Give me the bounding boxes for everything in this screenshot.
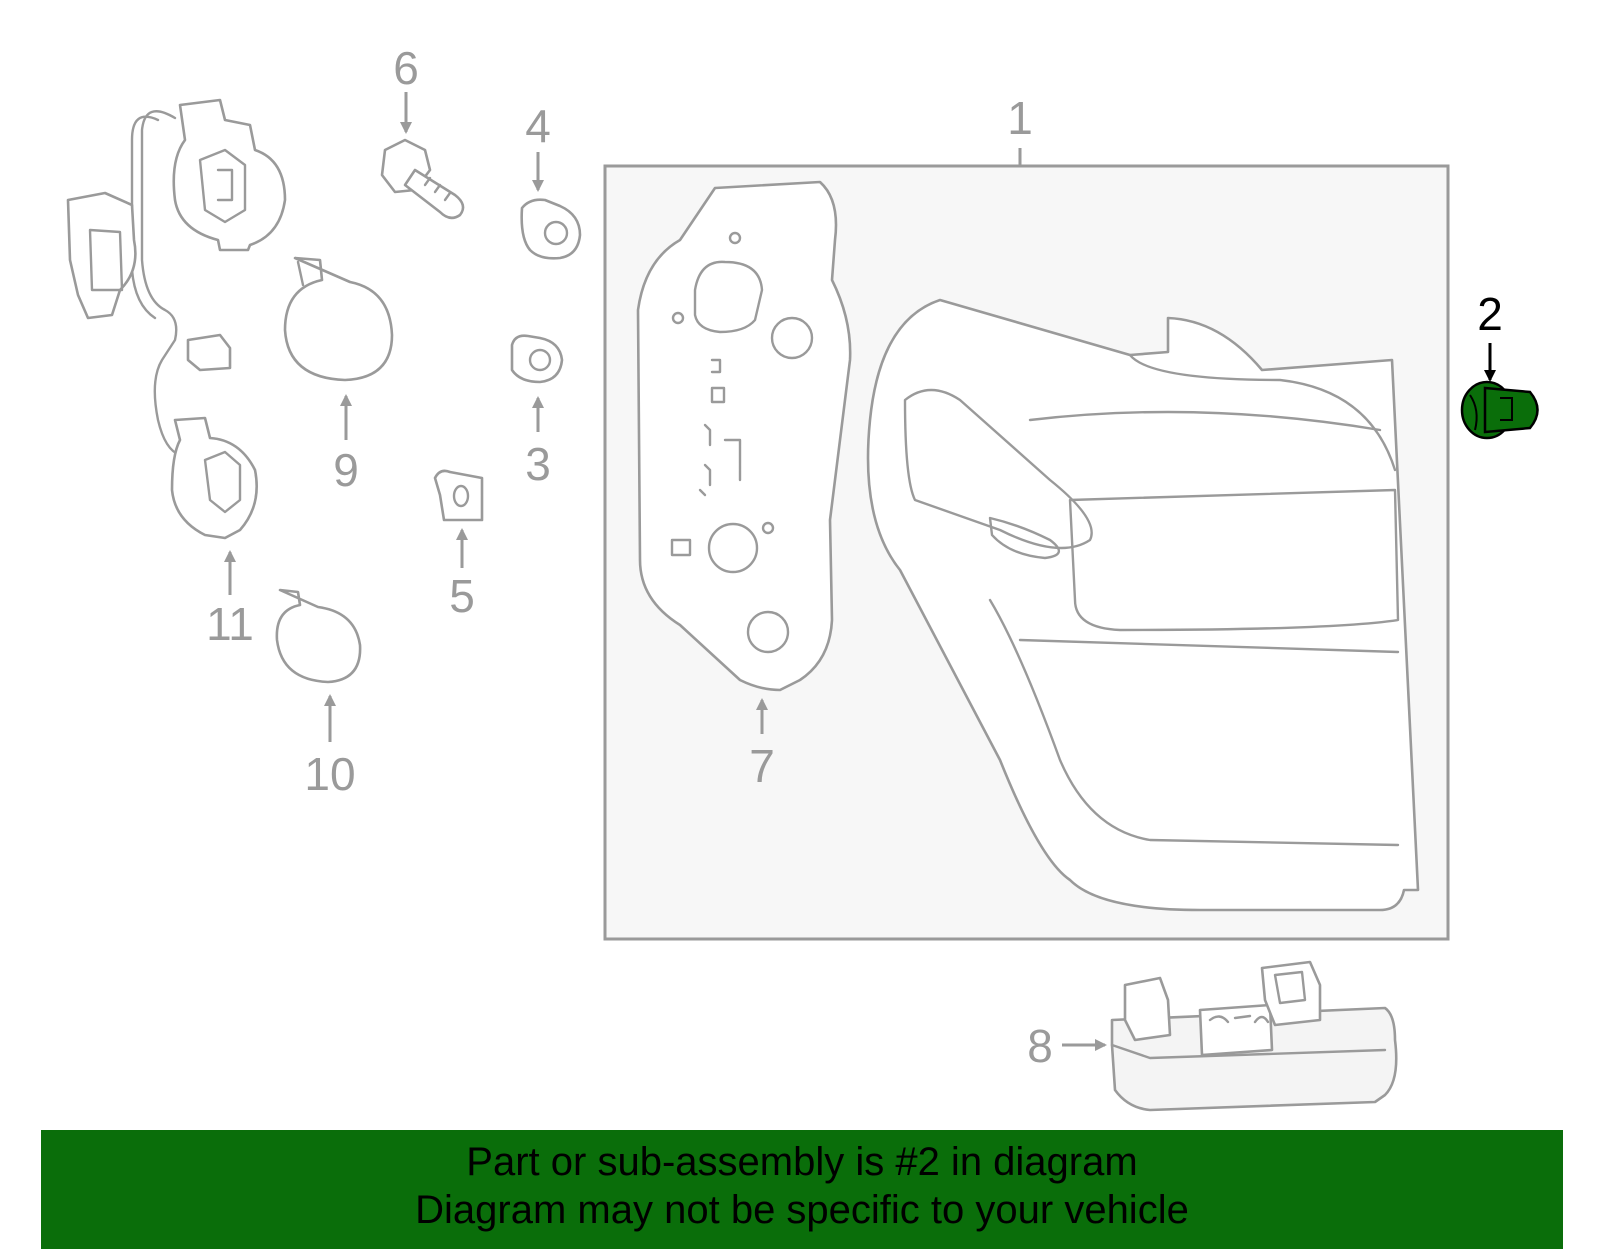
callout-9: 9 [333, 444, 359, 496]
circuit-board [1062, 960, 1398, 1112]
callout-6: 6 [393, 42, 419, 94]
callout-11: 11 [206, 598, 254, 650]
bulb-large [283, 256, 394, 440]
callout-8: 8 [1027, 1020, 1053, 1072]
callout-1: 1 [1007, 92, 1033, 144]
lamp-socket-plate [636, 180, 852, 734]
footer-line-disclaimer: Diagram may not be specific to your vehi… [415, 1188, 1189, 1232]
grommet-nut [520, 152, 582, 260]
callout-3: 3 [525, 438, 551, 490]
bulb-small [275, 588, 362, 742]
footer-line-part-info: Part or sub-assembly is #2 in diagram [466, 1140, 1138, 1184]
callout-10: 10 [304, 748, 355, 800]
callout-4: 4 [525, 100, 551, 152]
clip-nut [433, 469, 484, 568]
tail-lamp-lens [866, 298, 1420, 912]
wiring-harness [66, 98, 287, 595]
callout-2: 2 [1477, 288, 1503, 340]
callout-5: 5 [449, 570, 475, 622]
diagram-footer-banner: Part or sub-assembly is #2 in diagram Di… [41, 1130, 1563, 1249]
bolt [380, 92, 465, 220]
callout-7: 7 [749, 740, 775, 792]
retainer-clip-highlighted [1460, 343, 1539, 440]
grommet [510, 334, 564, 432]
